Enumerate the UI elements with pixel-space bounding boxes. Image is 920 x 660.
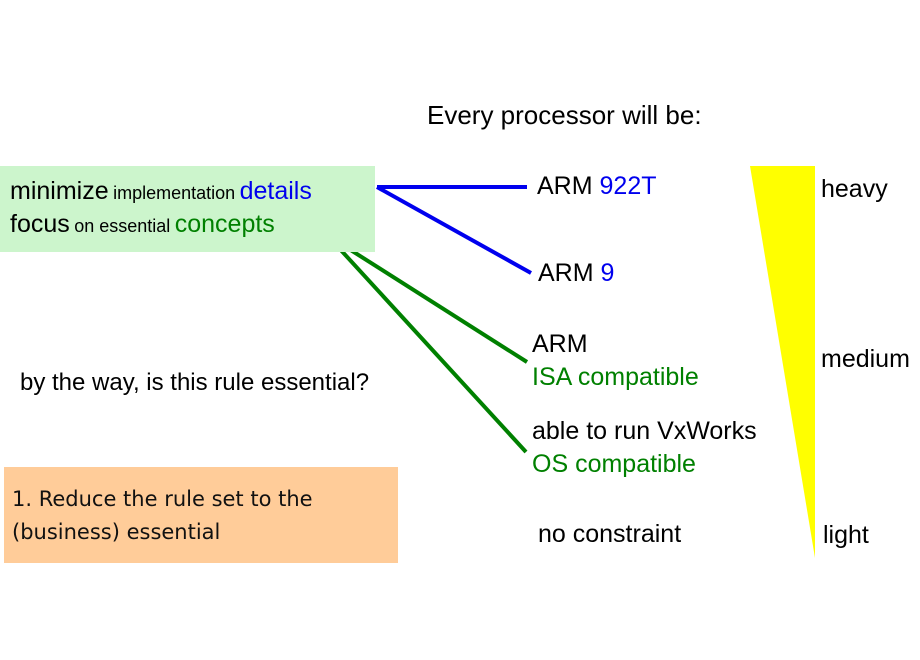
option-arm-922t-suffix: 922T bbox=[599, 172, 657, 200]
option-arm-9-prefix: ARM bbox=[538, 259, 594, 287]
rule-line-focus: focus on essential concepts bbox=[10, 210, 275, 239]
rule-word-concepts: concepts bbox=[174, 210, 275, 238]
option-os-line2: OS compatible bbox=[532, 450, 696, 478]
option-os-compatible: able to run VxWorks OS compatible bbox=[532, 415, 757, 481]
option-no-constraint: no constraint bbox=[538, 520, 682, 548]
option-isa-compatible: ARM ISA compatible bbox=[532, 328, 699, 394]
level-light: light bbox=[823, 521, 869, 549]
question-text: by the way, is this rule essential? bbox=[20, 369, 370, 396]
rule-line-minimize: minimize implementation details bbox=[10, 177, 312, 206]
option-arm-9: ARM 9 bbox=[538, 257, 614, 290]
rule-box bbox=[0, 166, 375, 252]
option-arm-9-suffix: 9 bbox=[600, 259, 615, 287]
note-box: 1. Reduce the rule set to the (business)… bbox=[4, 467, 398, 563]
level-medium: medium bbox=[821, 345, 910, 373]
note-text: 1. Reduce the rule set to the (business)… bbox=[12, 487, 313, 544]
connector-concepts-to-isa bbox=[325, 233, 529, 364]
rule-word-implementation: implementation bbox=[113, 183, 236, 203]
option-isa-line2: ISA compatible bbox=[532, 363, 699, 391]
option-os-line1: able to run VxWorks bbox=[532, 417, 757, 445]
rule-word-minimize: minimize bbox=[10, 177, 109, 205]
option-arm-922t: ARM 922T bbox=[537, 170, 657, 203]
option-arm-922t-prefix: ARM bbox=[537, 172, 593, 200]
diagram-heading: Every processor will be: bbox=[427, 100, 702, 130]
option-isa-line1: ARM bbox=[532, 330, 588, 358]
connector-concepts-to-os bbox=[325, 233, 528, 454]
rule-word-details: details bbox=[239, 177, 312, 205]
level-heavy: heavy bbox=[821, 175, 888, 203]
rule-word-on-essential: on essential bbox=[74, 216, 171, 236]
rule-word-focus: focus bbox=[10, 210, 70, 238]
connector-details-to-arm9 bbox=[376, 185, 532, 275]
constraint-wedge-shape bbox=[750, 166, 815, 558]
